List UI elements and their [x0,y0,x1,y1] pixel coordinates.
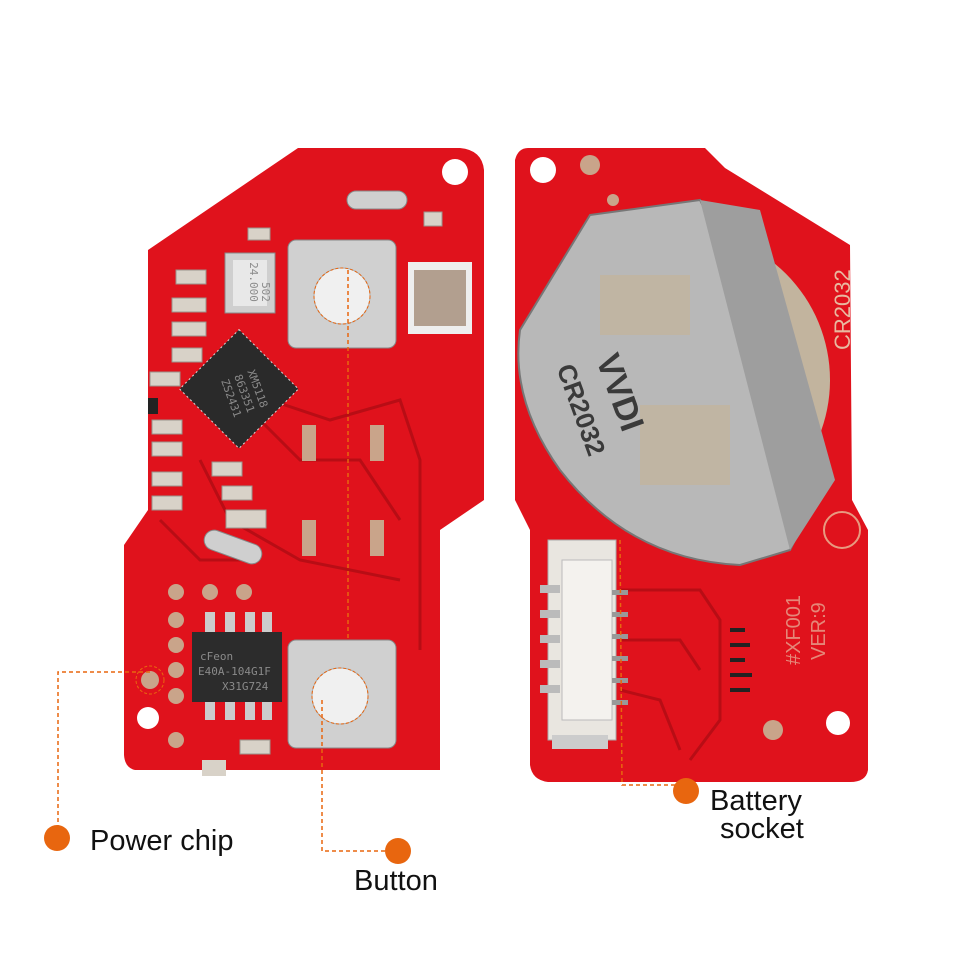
top-button [287,239,397,349]
version-silkscreen: VER:9 [808,602,830,660]
model-silkscreen: #XF001 [783,595,805,665]
left-pcb: 24.000 502 XM5118 863351 ZS2431 [124,148,484,776]
button-leader [321,700,392,852]
battery-socket-dot [673,778,699,804]
power-chip-label: Power chip [90,825,234,857]
logo-mark [823,511,861,549]
crystal-marking: 24.000 [247,262,260,302]
button-label: Button [354,865,438,897]
power-chip-leader [57,671,150,836]
mcu-chip: XM5118 863351 ZS2431 [178,328,300,450]
silkscreen-battery-type: CR2032 [830,269,855,350]
battery-socket-label-line2: socket [720,813,804,845]
bottom-button [287,639,397,749]
battery-socket [540,539,628,749]
power-chip-marking-3: X31G724 [222,680,269,693]
right-pcb: VVDI CR2032 CR2032 #XF001 VER:9 [515,148,868,782]
crystal-marking-2: 502 [259,282,272,302]
battery-socket-label-line1: Battery [710,785,802,817]
power-chip-marking-2: E40A-104G1F [198,665,271,678]
button-dot [385,838,411,864]
power-chip-dot [44,825,70,851]
crystal-oscillator: 24.000 502 [224,252,276,314]
power-chip: cFeon E40A-104G1F X31G724 [192,612,282,720]
power-chip-marking-1: cFeon [200,650,233,663]
battery-socket-leader [619,539,685,786]
battery-clip: VVDI CR2032 [517,198,835,567]
